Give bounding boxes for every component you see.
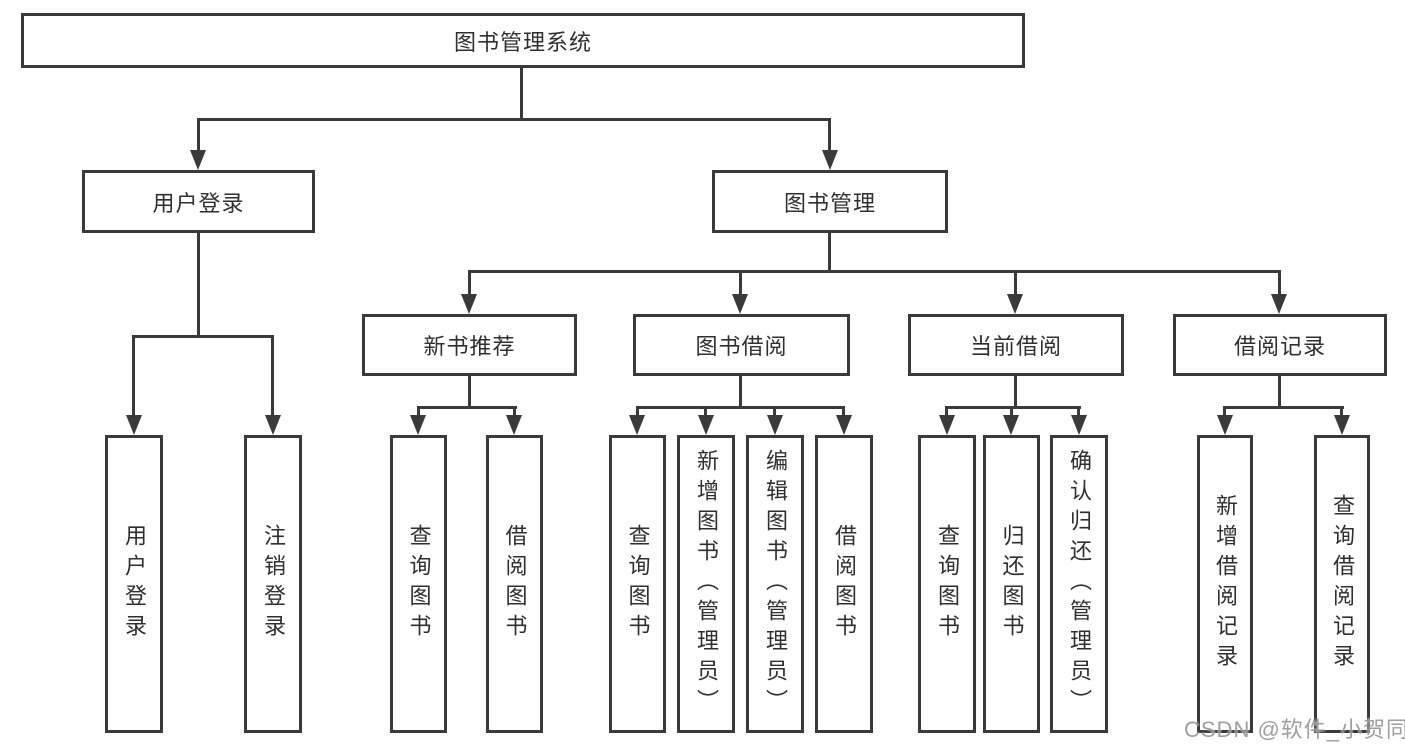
arrow-down-icon [265, 415, 281, 435]
arrow-down-icon [836, 415, 852, 435]
leaf-br-query-borrow-record: 查询借阅记录 [1314, 435, 1370, 733]
connector-line [417, 406, 517, 409]
connector-line [773, 406, 776, 415]
node-label: 用户登录 [152, 190, 245, 216]
connector-line [197, 233, 200, 335]
leaf-label: 确认归还（管理员） [1067, 449, 1092, 719]
arrow-down-icon [126, 415, 142, 435]
connector-line [945, 406, 1081, 409]
connector-line [842, 406, 845, 415]
connector-line [636, 406, 845, 409]
connector-line [945, 406, 948, 415]
leaf-logout: 注销登录 [244, 435, 302, 733]
node-book-borrowing: 图书借阅 [633, 314, 850, 376]
arrow-down-icon [732, 294, 748, 314]
arrow-down-icon [698, 415, 714, 435]
node-user-login: 用户登录 [82, 170, 315, 233]
leaf-label: 借阅图书 [502, 524, 528, 644]
leaf-cb-return-books: 归还图书 [983, 435, 1040, 733]
csdn-watermark: CSDN @软件_小贺同学 [1184, 717, 1405, 742]
leaf-nbr-query-books: 查询图书 [390, 435, 447, 733]
arrow-down-icon [1271, 294, 1287, 314]
arrow-down-icon [1334, 415, 1350, 435]
arrow-down-icon [1217, 415, 1233, 435]
connector-line [828, 233, 831, 273]
leaf-cb-query-books: 查询图书 [918, 435, 976, 733]
leaf-cb-confirm-return-admin: 确认归还（管理员） [1050, 435, 1108, 733]
connector-line [1014, 376, 1017, 407]
node-label: 图书管理系统 [453, 29, 592, 55]
leaf-label: 编辑图书（管理员） [763, 449, 788, 719]
connector-line [1223, 406, 1226, 415]
connector-line [739, 376, 742, 407]
leaf-nbr-borrow-books: 借阅图书 [486, 435, 543, 733]
arrow-down-icon [767, 415, 783, 435]
node-label: 图书管理 [783, 190, 876, 216]
node-label: 当前借阅 [969, 334, 1062, 359]
leaf-label: 查询图书 [406, 524, 432, 644]
connector-line [636, 406, 639, 415]
connector-line [1278, 270, 1281, 294]
node-library-management-system: 图书管理系统 [21, 13, 1025, 68]
leaf-bb-edit-book-admin: 编辑图书（管理员） [746, 435, 804, 733]
connector-line [1340, 406, 1343, 415]
arrow-down-icon [822, 150, 838, 170]
leaf-label: 借阅图书 [832, 524, 857, 644]
connector-line [468, 376, 471, 407]
leaf-bb-borrow-books: 借阅图书 [815, 435, 873, 733]
connector-line [1223, 406, 1344, 409]
leaf-label: 归还图书 [999, 524, 1025, 644]
arrow-down-icon [939, 415, 955, 435]
leaf-br-add-borrow-record: 新增借阅记录 [1197, 435, 1253, 733]
arrow-down-icon [1003, 415, 1019, 435]
connector-line [1010, 406, 1013, 415]
node-label: 借阅记录 [1233, 334, 1326, 359]
node-new-book-recommend: 新书推荐 [362, 314, 577, 376]
leaf-label: 查询借阅记录 [1330, 494, 1355, 674]
leaf-user-login: 用户登录 [105, 435, 163, 733]
arrow-down-icon [1007, 294, 1023, 314]
connector-line [132, 335, 274, 338]
node-label: 新书推荐 [423, 334, 516, 359]
leaf-label: 查询图书 [935, 524, 960, 644]
arrow-down-icon [1071, 415, 1087, 435]
node-borrowing-records: 借阅记录 [1173, 314, 1387, 376]
connector-line [1077, 406, 1080, 415]
leaf-label: 新增借阅记录 [1213, 494, 1238, 674]
arrow-down-icon [190, 150, 206, 170]
arrow-down-icon [629, 415, 645, 435]
arrow-down-icon [506, 415, 522, 435]
connector-line [1278, 376, 1281, 407]
connector-line [513, 406, 516, 415]
connector-line [468, 270, 1281, 273]
connector-line [197, 118, 200, 152]
connector-line [197, 118, 831, 121]
node-current-borrowing: 当前借阅 [908, 314, 1124, 376]
node-label: 图书借阅 [695, 334, 788, 359]
leaf-label: 注销登录 [261, 524, 286, 644]
connector-line [828, 118, 831, 152]
arrow-down-icon [410, 415, 426, 435]
connector-line [132, 335, 135, 415]
connector-line [417, 406, 420, 415]
connector-line [704, 406, 707, 415]
connector-line [739, 270, 742, 294]
arrow-down-icon [461, 294, 477, 314]
leaf-bb-add-book-admin: 新增图书（管理员） [677, 435, 735, 733]
leaf-label: 查询图书 [625, 524, 651, 644]
connector-line [468, 270, 471, 294]
connector-line [1014, 270, 1017, 294]
leaf-label: 用户登录 [122, 524, 147, 644]
leaf-bb-query-books: 查询图书 [609, 435, 666, 733]
node-book-management: 图书管理 [712, 170, 948, 233]
connector-line [520, 68, 523, 118]
connector-line [271, 335, 274, 415]
leaf-label: 新增图书（管理员） [694, 449, 719, 719]
